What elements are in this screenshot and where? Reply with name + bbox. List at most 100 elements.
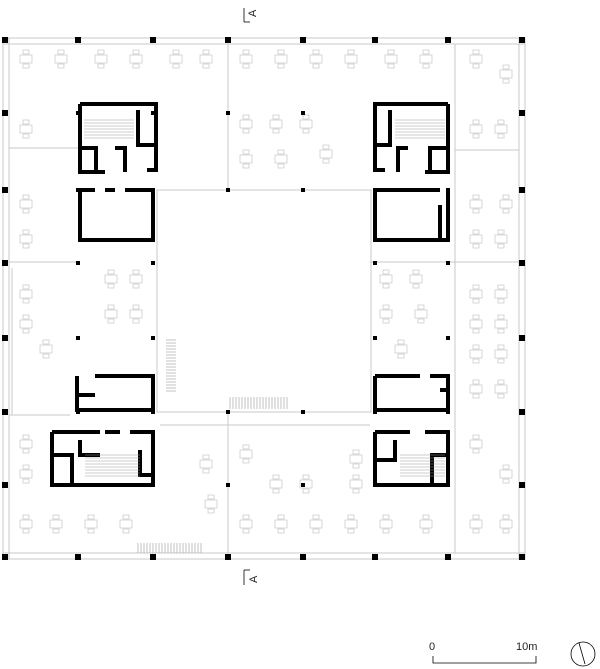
column (2, 409, 8, 415)
chair (302, 114, 310, 120)
desk (309, 519, 323, 529)
desk (469, 384, 483, 394)
desk (499, 199, 513, 209)
core-bottom-right (373, 374, 450, 487)
chair (347, 514, 355, 520)
chair (472, 328, 480, 334)
chair (422, 528, 430, 534)
chair (397, 353, 405, 359)
column (2, 260, 8, 266)
column (76, 261, 80, 265)
chair (22, 478, 30, 484)
desk (19, 289, 33, 299)
desk (19, 54, 33, 64)
desk (469, 349, 483, 359)
column (226, 188, 230, 192)
chair (497, 298, 505, 304)
desk (419, 54, 433, 64)
column (226, 483, 230, 487)
scale-start-label: 0 (429, 641, 435, 653)
chair (202, 49, 210, 55)
chair (242, 514, 250, 520)
desk (239, 519, 253, 529)
chair (422, 514, 430, 520)
desk (414, 309, 428, 319)
chair (242, 458, 250, 464)
building-outline (2, 37, 526, 560)
core-top-right (373, 102, 450, 242)
desk (379, 519, 393, 529)
desk (104, 274, 118, 284)
chair (207, 494, 215, 500)
column (446, 261, 450, 265)
chair (472, 514, 480, 520)
chair (472, 63, 480, 69)
chair (387, 63, 395, 69)
chair (277, 63, 285, 69)
chair (202, 63, 210, 69)
desk (469, 199, 483, 209)
desk (299, 479, 313, 489)
column (519, 409, 525, 415)
chair (382, 269, 390, 275)
column (151, 111, 155, 115)
desk (469, 289, 483, 299)
chair (312, 49, 320, 55)
desk (494, 124, 508, 134)
chair (497, 243, 505, 249)
column (300, 37, 306, 43)
chair (502, 64, 510, 70)
chair (277, 149, 285, 155)
desk (349, 479, 363, 489)
chair (347, 63, 355, 69)
chair (132, 318, 140, 324)
desk (344, 519, 358, 529)
desk (469, 439, 483, 449)
desk (499, 69, 513, 79)
chair (502, 208, 510, 214)
column (301, 410, 305, 414)
chair (312, 63, 320, 69)
chair (472, 379, 480, 385)
chair (272, 128, 280, 134)
chair (52, 514, 60, 520)
column (76, 336, 80, 340)
desk (419, 519, 433, 529)
chair (502, 478, 510, 484)
column (519, 187, 525, 193)
chair (22, 194, 30, 200)
column (519, 260, 525, 266)
core-top-left (78, 102, 158, 242)
desk (384, 54, 398, 64)
chair (122, 514, 130, 520)
desk (54, 54, 68, 64)
chair (417, 318, 425, 324)
chair (22, 63, 30, 69)
chair (352, 488, 360, 494)
desk (199, 459, 213, 469)
column (372, 554, 378, 560)
chair (412, 283, 420, 289)
chair (22, 514, 30, 520)
column (519, 335, 525, 341)
chair (387, 49, 395, 55)
chair (242, 63, 250, 69)
chair (312, 514, 320, 520)
chair (242, 128, 250, 134)
chair (242, 149, 250, 155)
chair (472, 229, 480, 235)
chair (472, 358, 480, 364)
column (300, 554, 306, 560)
section-label-bottom: A (248, 575, 260, 583)
column (373, 261, 377, 265)
desk (169, 54, 183, 64)
chair (352, 474, 360, 480)
chair (382, 304, 390, 310)
chair (202, 468, 210, 474)
desk (49, 519, 63, 529)
chair (277, 514, 285, 520)
chair (502, 464, 510, 470)
chair (497, 314, 505, 320)
chair (497, 393, 505, 399)
chair (22, 208, 30, 214)
